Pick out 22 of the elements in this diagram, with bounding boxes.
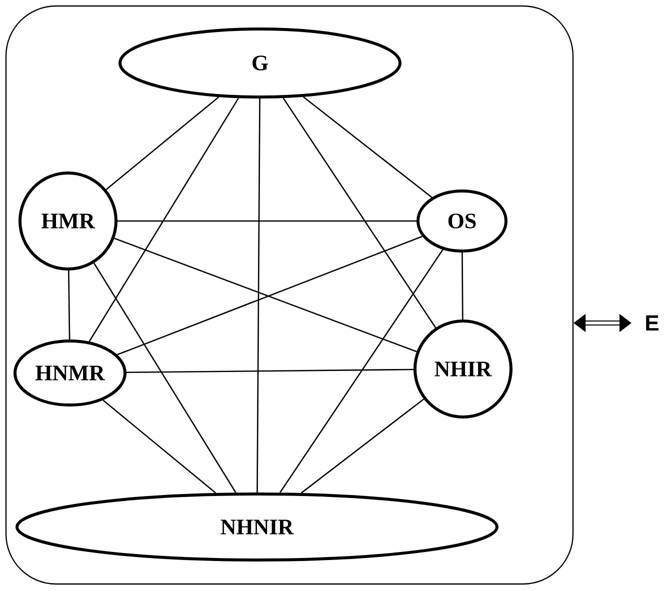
connector-line (106, 96, 220, 190)
letter-label: E (646, 315, 658, 331)
ellipse-node: G (118, 28, 402, 98)
ellipse-node: OS (416, 189, 508, 252)
connector-line (462, 252, 464, 320)
connector-line (279, 249, 444, 493)
connector-line (102, 400, 216, 494)
frame-box (5, 5, 574, 585)
circle-node: HMR (18, 172, 118, 270)
connector-line (118, 220, 416, 222)
connector-line (302, 96, 432, 198)
connector-line (68, 270, 70, 340)
connector-line (88, 98, 240, 342)
ellipse-node: HNMR (14, 340, 126, 406)
connector-line (256, 98, 260, 492)
circle-node: NHIR (414, 320, 512, 418)
connector-line (282, 98, 436, 328)
connector-line (126, 368, 414, 374)
ellipse-node: NHNIR (16, 492, 498, 562)
connector-line (300, 398, 424, 494)
connector-line (93, 262, 236, 493)
double-arrow (574, 314, 632, 332)
